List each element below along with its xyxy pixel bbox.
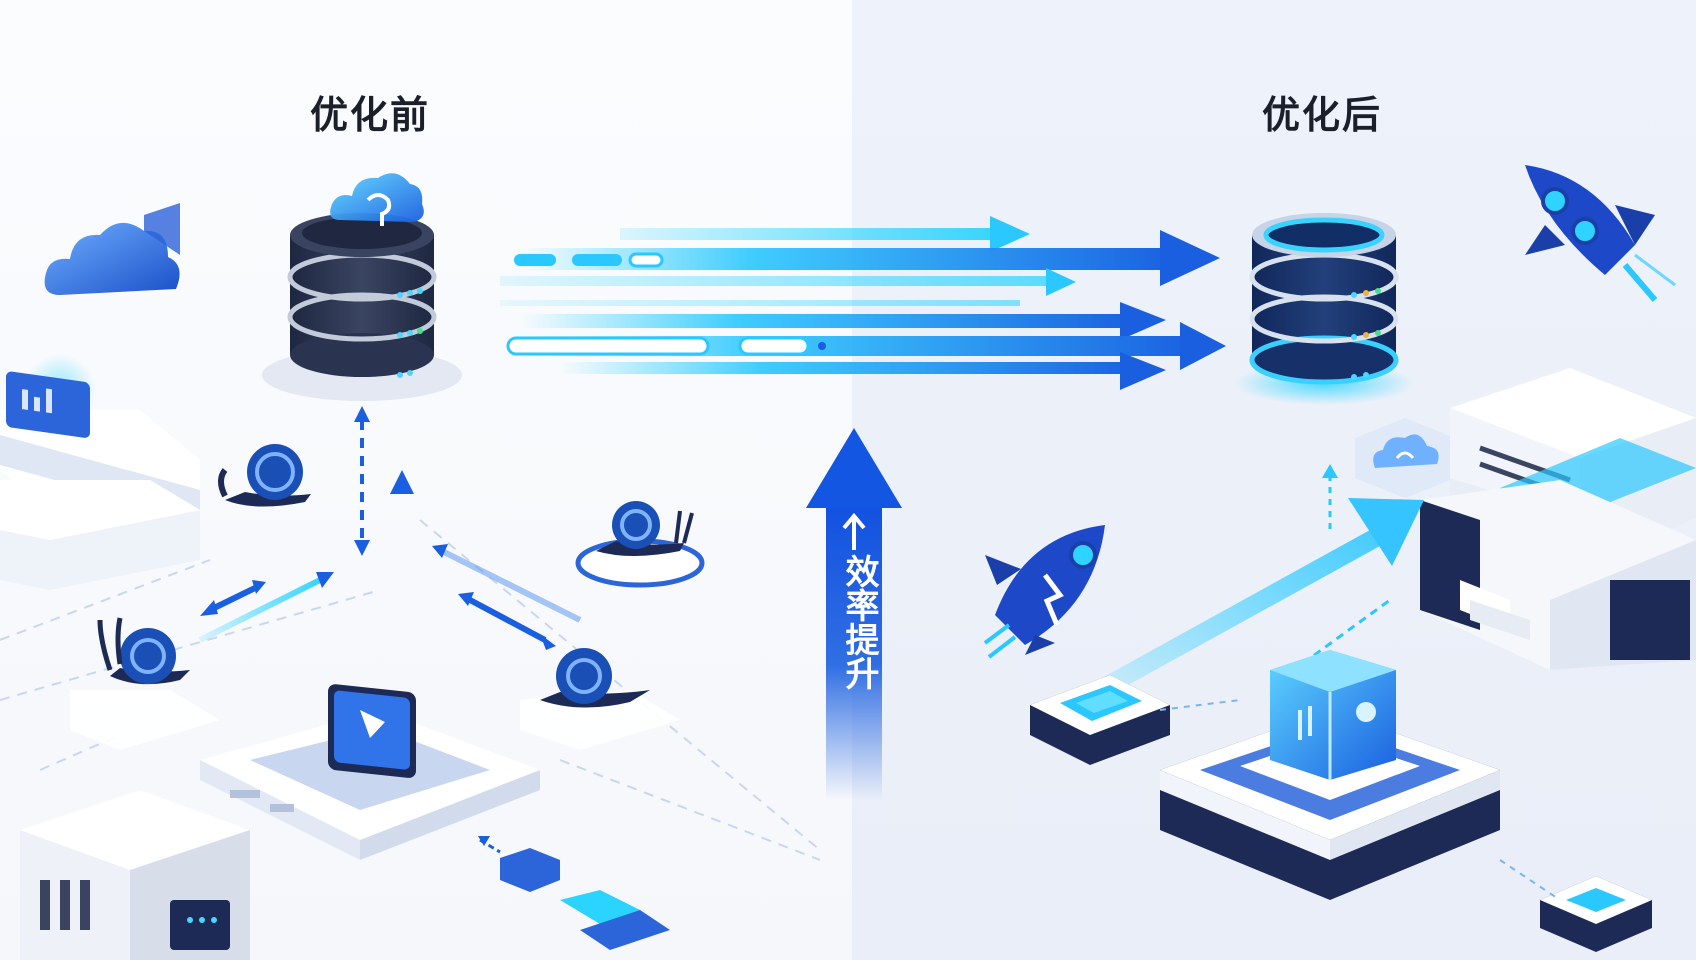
cloud-icon xyxy=(330,173,424,226)
diagonal-arrow xyxy=(1080,498,1424,706)
server-rack-icon xyxy=(20,790,250,960)
after-title: 优化后 xyxy=(1262,93,1383,137)
snail-icon xyxy=(520,648,680,750)
platform-base xyxy=(0,480,200,590)
efficiency-label: 效率提升 xyxy=(839,554,879,690)
after-guide-lines xyxy=(1159,699,1561,901)
rocket-icon xyxy=(983,525,1105,659)
chip-icon xyxy=(1030,675,1170,765)
cloud-icon xyxy=(1355,418,1455,498)
cloud-icon xyxy=(44,203,180,295)
snail-icon xyxy=(70,617,220,750)
connector-block xyxy=(478,836,670,950)
connector-vertical xyxy=(1322,464,1338,530)
server-box-icon xyxy=(1420,480,1696,670)
database-server-icon xyxy=(1234,213,1414,405)
bidirectional-arrows xyxy=(198,544,582,650)
snail-icon xyxy=(575,501,705,588)
snail-icon xyxy=(218,444,311,507)
connector-vertical xyxy=(354,406,414,590)
chip-icon xyxy=(1540,876,1652,952)
before-title: 优化前 xyxy=(310,93,431,137)
rocket-icon xyxy=(1525,165,1676,302)
monitor-icon xyxy=(200,684,540,860)
cube-chip-icon xyxy=(1160,650,1500,900)
database-server-icon xyxy=(262,213,462,401)
speed-arrows xyxy=(500,216,1226,390)
efficiency-up-arrow xyxy=(806,428,902,800)
